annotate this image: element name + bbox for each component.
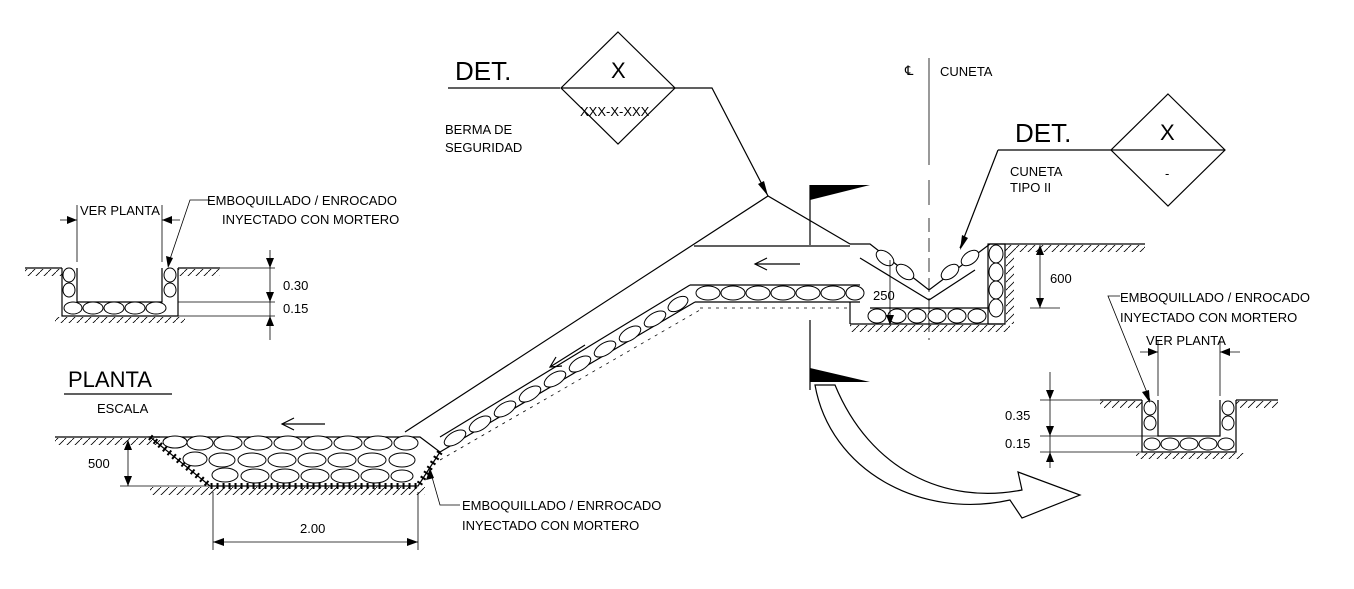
svg-text:VER PLANTA: VER PLANTA bbox=[80, 203, 160, 218]
detail-symbol-right: X bbox=[1160, 120, 1175, 145]
dim-500: 500 bbox=[88, 440, 210, 487]
svg-text:EMBOQUILLADO / ENROCADO: EMBOQUILLADO / ENROCADO bbox=[207, 193, 397, 208]
slope-chute bbox=[439, 284, 701, 461]
dim-250: 250 bbox=[873, 260, 895, 325]
left-small-section: VER PLANTA EMBOQUILLADO / ENROCADO INYEC… bbox=[25, 193, 399, 340]
cuneta-axis-label: CUNETA bbox=[940, 64, 993, 79]
detail-prefix-right: DET. bbox=[1015, 118, 1071, 148]
right-small-section: VER PLANTA EMBOQUILLADO / ENROCADO INYEC… bbox=[1005, 290, 1310, 468]
svg-text:2.00: 2.00 bbox=[300, 521, 325, 536]
svg-text:INYECTADO CON MORTERO: INYECTADO CON MORTERO bbox=[1120, 310, 1297, 325]
flow-arrows bbox=[280, 257, 800, 431]
svg-text:CUNETA: CUNETA bbox=[1010, 164, 1063, 179]
detail-marker-right: DET. X - CUNETA TIPO II bbox=[959, 93, 1226, 250]
svg-text:EMBOQUILLADO / ENRROCADO: EMBOQUILLADO / ENRROCADO bbox=[462, 498, 661, 513]
berma-label: BERMA DE SEGURIDAD bbox=[445, 122, 522, 155]
dim-200: 2.00 bbox=[212, 492, 419, 550]
svg-text:0.35: 0.35 bbox=[1005, 408, 1030, 423]
planta-title: PLANTA bbox=[68, 367, 152, 392]
svg-text:SEGURIDAD: SEGURIDAD bbox=[445, 140, 522, 155]
upper-chute bbox=[690, 284, 865, 309]
cuneta-structure bbox=[849, 243, 1014, 332]
svg-text:0.30: 0.30 bbox=[283, 278, 308, 293]
detail-prefix-top: DET. bbox=[455, 56, 511, 86]
detail-sheet-right: - bbox=[1165, 166, 1169, 181]
detail-marker-top: DET. X XXX-X-XXX bbox=[448, 31, 769, 197]
curved-flow-arrow bbox=[814, 384, 1082, 519]
svg-text:VER PLANTA: VER PLANTA bbox=[1146, 333, 1226, 348]
detail-sheet-top: XXX-X-XXX bbox=[580, 104, 650, 119]
svg-text:500: 500 bbox=[88, 456, 110, 471]
dim-600: 600 bbox=[1030, 245, 1072, 309]
flag-lower bbox=[809, 320, 870, 390]
svg-text:INYECTADO CON MORTERO: INYECTADO CON MORTERO bbox=[462, 518, 639, 533]
planta-title-block: PLANTA ESCALA bbox=[64, 367, 172, 416]
svg-text:℄: ℄ bbox=[904, 63, 914, 78]
bottom-note: EMBOQUILLADO / ENRROCADO INYECTADO CON M… bbox=[426, 468, 661, 533]
svg-text:BERMA DE: BERMA DE bbox=[445, 122, 513, 137]
svg-text:INYECTADO CON MORTERO: INYECTADO CON MORTERO bbox=[222, 212, 399, 227]
svg-text:250: 250 bbox=[873, 288, 895, 303]
svg-text:EMBOQUILLADO / ENROCADO: EMBOQUILLADO / ENROCADO bbox=[1120, 290, 1310, 305]
flag-upper bbox=[809, 185, 870, 245]
svg-text:TIPO II: TIPO II bbox=[1010, 180, 1051, 195]
escala-label: ESCALA bbox=[97, 401, 149, 416]
basin-stones bbox=[162, 435, 419, 484]
svg-text:0.15: 0.15 bbox=[283, 301, 308, 316]
detail-symbol-top: X bbox=[611, 58, 626, 83]
main-cross-section bbox=[55, 195, 1145, 519]
svg-text:0.15: 0.15 bbox=[1005, 436, 1030, 451]
svg-text:600: 600 bbox=[1050, 271, 1072, 286]
